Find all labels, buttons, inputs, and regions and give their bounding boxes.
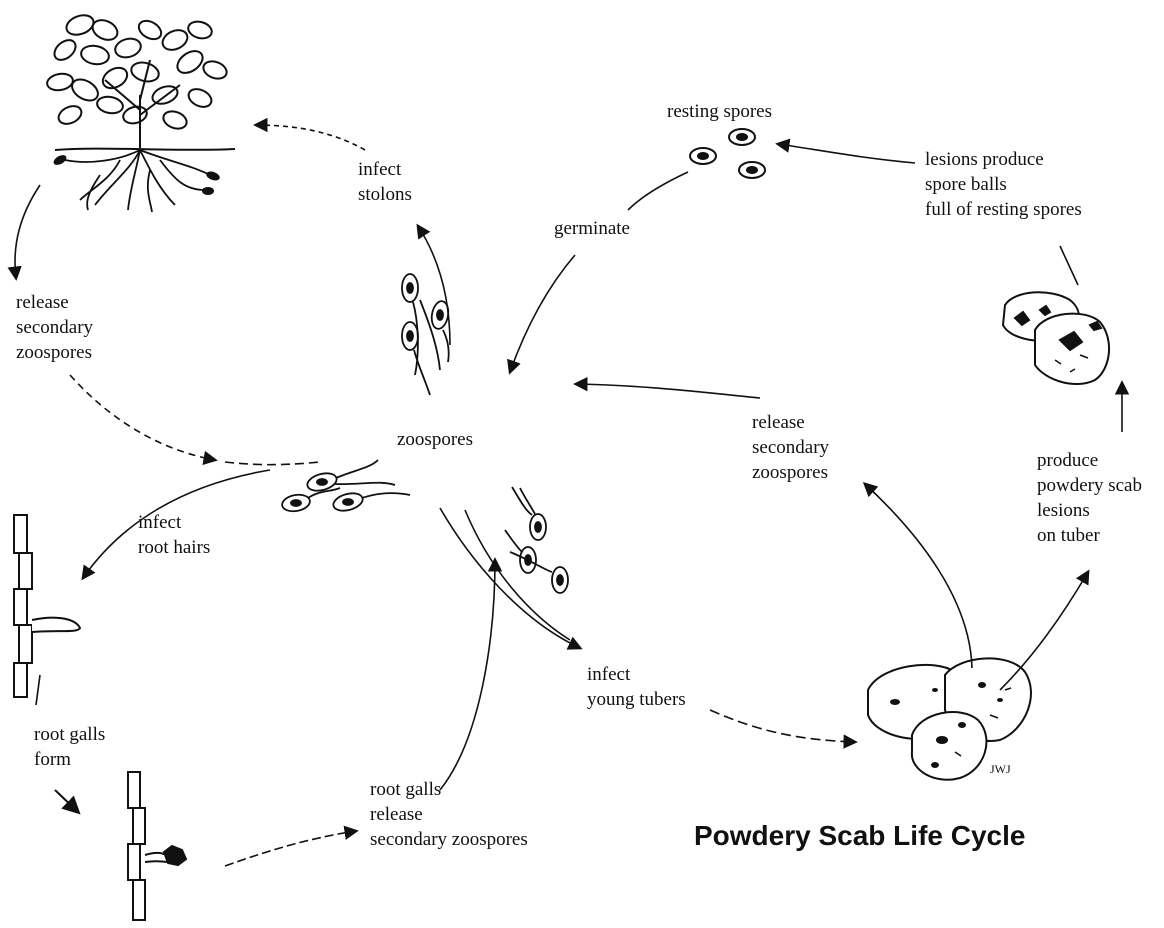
arrow-release-to-zoospores	[69, 374, 218, 466]
plant-roots	[64, 149, 211, 213]
arrow-galls-form	[54, 789, 81, 815]
label-line: infect	[587, 664, 631, 685]
label-line: powdery scab	[1037, 475, 1142, 496]
line-resting-spores-to-germinate	[627, 171, 689, 211]
label-line: secondary	[752, 437, 830, 458]
label-line: young tubers	[587, 689, 686, 710]
zoospores-to-tubers	[504, 486, 569, 594]
arrow-zoospores-to-stolons	[416, 223, 451, 346]
arrow-stolons-to-plant	[253, 117, 366, 151]
label-root-galls-release: root galls release secondary zoospores	[370, 777, 528, 852]
label-line: full of resting spores	[925, 199, 1082, 220]
cycle-arrows	[7, 117, 1130, 867]
potato-plant-illustration	[46, 14, 236, 213]
label-line: on tuber	[1037, 525, 1100, 546]
label-resting-spores: resting spores	[667, 101, 773, 122]
arrow-galls-to-release	[224, 825, 359, 867]
diagram-title: Powdery Scab Life Cycle	[694, 820, 1026, 851]
line-release-to-cluster	[224, 461, 321, 466]
stolon-tubers	[53, 155, 220, 195]
label-line: root hairs	[138, 537, 211, 558]
root-hair-illustration	[13, 514, 82, 698]
line-zoospores-to-young-tubers-2	[464, 509, 571, 641]
line-root-hair-to-galls	[35, 674, 41, 706]
arrow-lesions-to-resting-spores	[775, 138, 916, 164]
line-spore-balls-to-lesions-text	[1059, 245, 1079, 286]
label-line: zoospores	[16, 342, 92, 363]
label-line: root galls	[34, 724, 106, 745]
label-release-secondary-right: release secondary zoospores	[752, 410, 829, 485]
arrow-germinate-to-zoospores	[507, 254, 576, 375]
lesioned-tubers-illustration	[1001, 291, 1111, 385]
label-release-secondary-left: release secondary zoospores	[16, 290, 93, 365]
label-line: stolons	[358, 184, 412, 205]
zoospore-cluster-center	[281, 459, 411, 513]
label-line: secondary	[16, 317, 94, 338]
label-line: root galls	[370, 779, 442, 800]
label-zoospores: zoospores	[397, 429, 473, 450]
arrow-zoospores-to-young-tubers	[439, 507, 583, 650]
arrow-plant-to-release	[7, 184, 41, 281]
label-line: release	[752, 412, 805, 433]
soil-line	[54, 147, 236, 151]
label-line: spore balls	[925, 174, 1007, 195]
arrow-gall-release-to-zoospores	[439, 557, 503, 791]
root-gall-illustration	[127, 771, 188, 921]
label-line: release	[370, 804, 423, 825]
label-line: lesions produce	[925, 149, 1044, 170]
arrow-young-tubers-to-tubers	[709, 709, 858, 749]
arrow-tubers-to-produce	[999, 569, 1090, 691]
label-line: infect	[138, 512, 182, 533]
young-tubers-illustration	[867, 657, 1032, 781]
arrow-to-root-hairs	[81, 469, 271, 581]
label-infect-young-tubers: infect young tubers	[587, 662, 686, 712]
label-root-galls-form: root galls form	[34, 722, 105, 772]
resting-spores-illustration	[689, 128, 766, 179]
label-lesions-produce: lesions produce spore balls full of rest…	[925, 147, 1082, 222]
label-line: produce	[1037, 450, 1099, 471]
arrow-tubers-to-release-right	[862, 482, 973, 669]
label-line: release	[16, 292, 69, 313]
label-line: infect	[358, 159, 402, 180]
label-infect-root-hairs: infect root hairs	[138, 510, 210, 560]
label-line: secondary zoospores	[370, 829, 528, 850]
label-germinate: germinate	[554, 218, 630, 239]
zoospores-to-stolons	[401, 273, 450, 396]
label-produce-powdery-scab: produce powdery scab lesions on tuber	[1037, 448, 1142, 548]
plant-stems	[104, 59, 181, 148]
artist-initials: JWJ	[990, 762, 1011, 776]
label-line: lesions	[1037, 500, 1090, 521]
label-line: form	[34, 749, 71, 770]
arrow-release-right-to-zoospores	[573, 376, 761, 399]
label-line: zoospores	[752, 462, 828, 483]
label-infect-stolons: infect stolons	[358, 157, 412, 207]
plant-foliage	[46, 14, 228, 130]
